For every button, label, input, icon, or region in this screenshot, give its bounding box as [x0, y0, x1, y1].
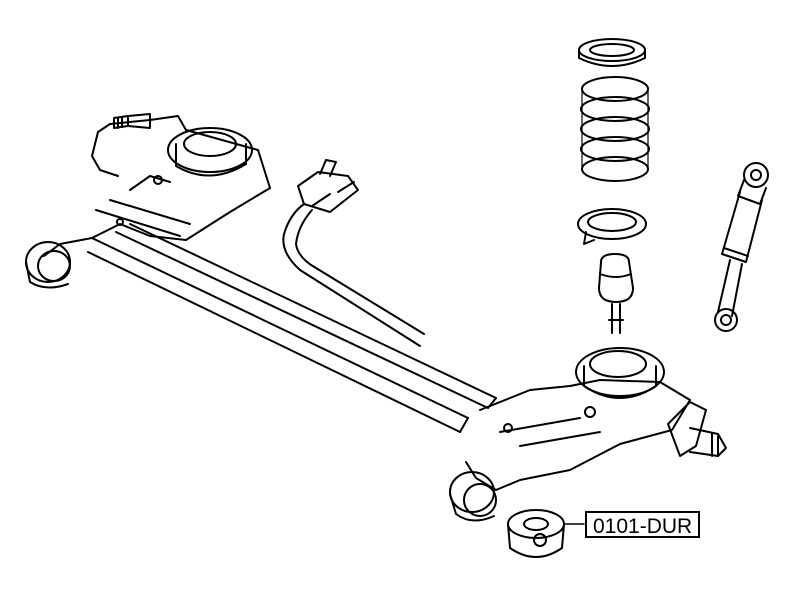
- rubber-bushing: [507, 509, 585, 558]
- right-bushing-eye: [449, 471, 497, 522]
- shock-absorber: [714, 162, 769, 332]
- left-trailing-arm: [43, 115, 271, 257]
- upper-spring-seat: [578, 38, 646, 67]
- lower-spring-seat: [577, 208, 647, 245]
- bump-stop: [598, 253, 634, 334]
- part-number-label: 0101-DUR: [585, 511, 701, 538]
- left-bushing-eye: [25, 241, 71, 289]
- coil-spring: [580, 76, 650, 182]
- right-wheel-spindle: [667, 401, 727, 457]
- wheel-spindle: [113, 113, 151, 129]
- right-trailing-arm: [465, 347, 691, 491]
- brake-hose-bracket: [282, 159, 425, 347]
- rear-axle-beam: [87, 223, 497, 433]
